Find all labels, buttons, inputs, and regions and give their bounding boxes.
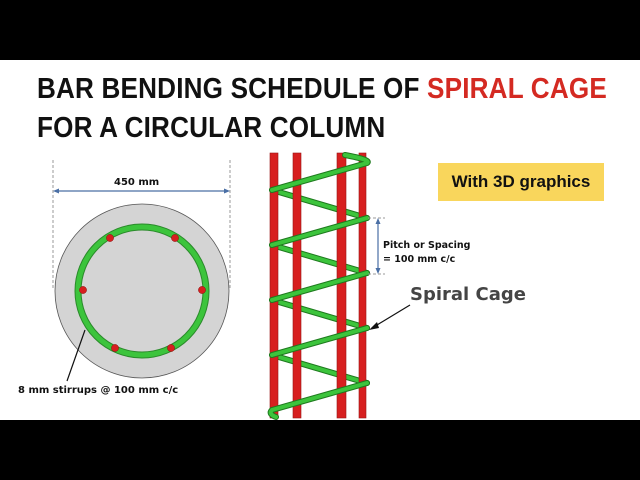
callout-arrow-line [371,304,411,329]
diameter-label: 450 mm [114,177,160,188]
pitch-label-line-1: Pitch or Spacing [383,240,471,251]
rebar-dot [79,286,87,294]
badge-label: With 3D graphics [451,172,591,191]
rebar-dot [111,344,119,352]
top-letterbox [0,0,640,60]
rebar-dot [106,234,114,242]
stirrup-ring [75,224,209,358]
callout-arrowhead-icon [369,322,379,330]
title-accent: SPIRAL CAGE [427,73,607,105]
bottom-letterbox [0,420,640,480]
stirrup-label: 8 mm stirrups @ 100 mm c/c [18,385,179,396]
arrowhead-right-icon [224,188,230,194]
title-line-1: BAR BENDING SCHEDULE OF SPIRAL CAGE [37,73,607,106]
arrowhead-down-icon [375,268,381,274]
arrowhead-up-icon [375,218,381,224]
vertical-rebars [269,152,367,419]
rebar-dot [167,344,175,352]
rebar-dot [198,286,206,294]
spiral-cage-callout: Spiral Cage [410,284,526,305]
3d-graphics-badge: With 3D graphics [438,163,604,201]
rebar-dot [171,234,179,242]
title-prefix: BAR BENDING SCHEDULE OF [37,73,428,105]
pitch-label-line-2: = 100 mm c/c [383,254,456,265]
spiral-cage-elevation [267,152,411,420]
stirrup-leader-line [66,329,86,382]
cross-section-figure [52,160,231,382]
title-line-2: FOR A CIRCULAR COLUMN [37,112,386,144]
arrowhead-left-icon [53,188,59,194]
